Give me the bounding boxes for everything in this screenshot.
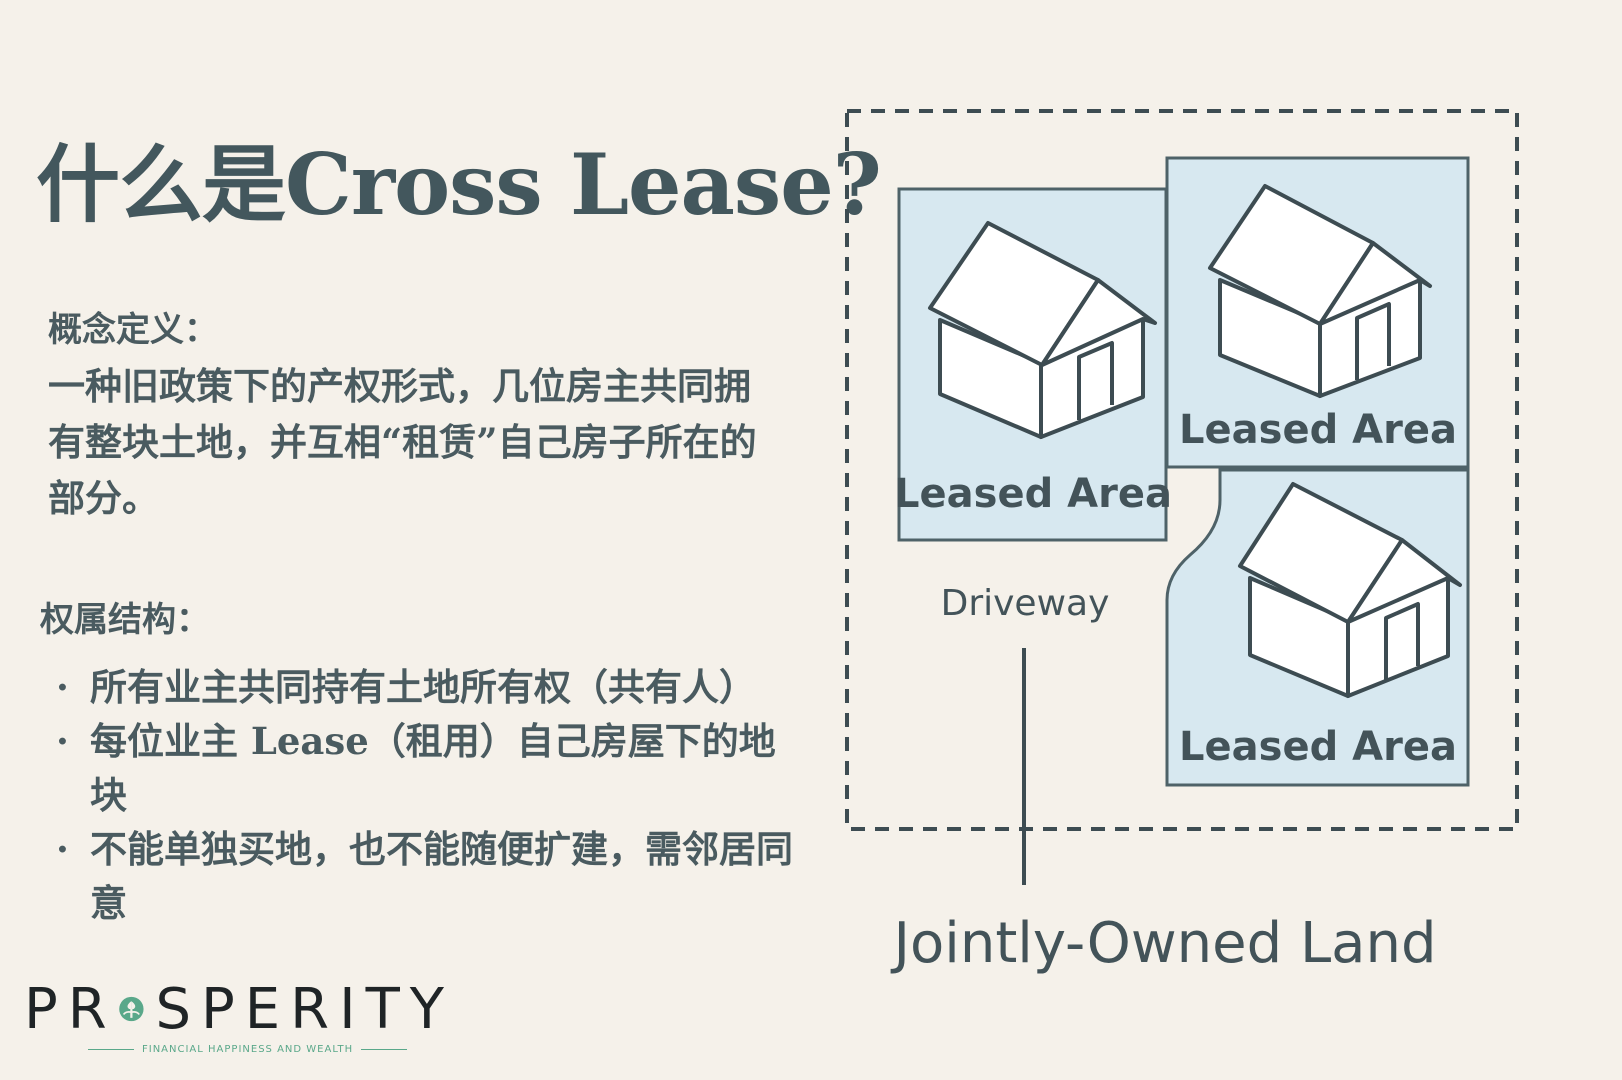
leased-area-label: Leased Area (894, 471, 1172, 517)
driveway-label: Driveway (941, 583, 1110, 624)
prosperity-logo: PR SPERITY FINANCIAL HAPPINESS AND WEALT… (24, 976, 454, 1068)
leased-area-label: Leased Area (1179, 724, 1457, 770)
logo-tagline: FINANCIAL HAPPINESS AND WEALTH (142, 1044, 354, 1055)
definition-label: 概念定义： (48, 310, 218, 350)
jointly-owned-land-label: Jointly-Owned Land (891, 911, 1437, 976)
structure-item-2: 每位业主 Lease（租用）自己房屋下的地块 (56, 714, 796, 822)
house-icon (1238, 482, 1462, 698)
tagline-rule-left (88, 1049, 134, 1050)
structure-list: 所有业主共同持有土地所有权（共有人） 每位业主 Lease（租用）自己房屋下的地… (56, 660, 796, 930)
definition-text: 一种旧政策下的产权形式，几位房主共同拥有整块土地，并互相“租赁”自己房子所在的部… (48, 364, 757, 520)
logo-text-start: PR (24, 976, 117, 1042)
structure-item-1: 所有业主共同持有土地所有权（共有人） (56, 660, 796, 714)
tagline-rule-right (361, 1049, 408, 1050)
structure-label: 权属结构： (40, 600, 210, 640)
logo-text-end: SPERITY (155, 976, 454, 1042)
structure-item-3: 不能单独买地，也不能随便扩建，需邻居同意 (56, 822, 796, 930)
house-icon (1208, 184, 1432, 398)
leased-area-label: Leased Area (1179, 407, 1457, 453)
tree-icon (118, 996, 144, 1022)
page-title: 什么是Cross Lease? (36, 135, 882, 234)
house-icon (928, 221, 1157, 439)
